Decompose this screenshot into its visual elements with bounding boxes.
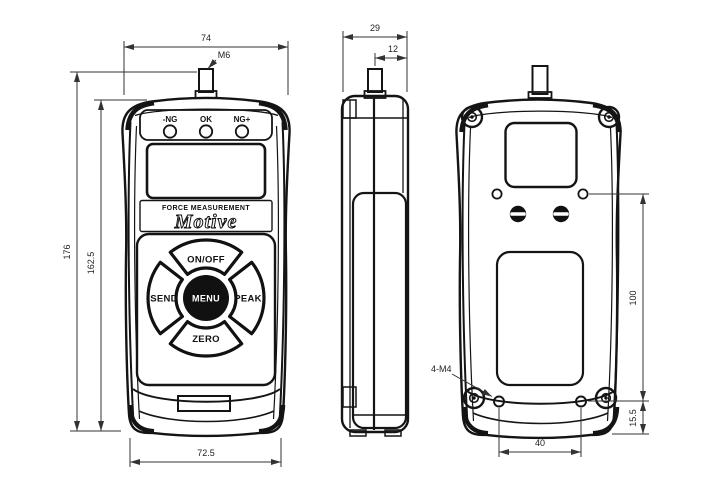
dim-label-100: 100 [628, 290, 638, 305]
side-shaft [367, 68, 383, 93]
dim-label-4m4: 4-M4 [431, 364, 452, 374]
slotted-screw-right [552, 205, 570, 223]
front-bumper-top-right [258, 100, 288, 131]
back-bottom-seam-2 [472, 412, 609, 425]
back-dimensions: 4-M4 100 15.5 40 [431, 193, 649, 457]
front-view: -NG OK NG+ FORCE MEASUREMENT Motive ON/O… [121, 68, 291, 438]
back-view [455, 65, 622, 440]
front-bottom-seam [132, 388, 281, 403]
key-send-label: SEND [150, 294, 178, 305]
dim-label-155: 15.5 [628, 409, 638, 427]
led-label-ng-plus: NG+ [234, 115, 251, 124]
key-peak-label: PEAK [234, 294, 262, 305]
side-dimensions: 29 12 [342, 23, 408, 92]
connector-port [177, 395, 231, 412]
back-shaft [531, 65, 549, 95]
led-indicator-right [234, 124, 250, 139]
back-body-outline [455, 98, 622, 440]
led-indicator-middle [198, 124, 214, 139]
dim-label-72: 72.5 [197, 448, 215, 458]
brand-plate [139, 199, 273, 233]
front-bumper-bottom-left [127, 404, 155, 434]
front-bumper-top-left [125, 100, 155, 131]
dpad: ON/OFF SEND MENU PEAK ZERO [146, 238, 266, 358]
leader-4m4 [451, 373, 493, 397]
corner-screw-bottom-left [462, 386, 486, 410]
front-left-rail [127, 121, 135, 424]
side-view [340, 68, 410, 437]
led-label-ng-minus: -NG [163, 115, 178, 124]
front-left-rail-inner [133, 125, 141, 420]
key-menu-label: MENU [192, 294, 220, 304]
led-label-ok: OK [200, 115, 212, 124]
corner-screw-bottom-right [594, 386, 618, 410]
battery-door [504, 121, 578, 189]
brand-text: FORCE MEASUREMENT [162, 205, 250, 212]
back-bumper-bottom-left [461, 406, 489, 436]
display-screen [145, 142, 267, 200]
back-hole-top-right [577, 188, 589, 200]
dim-ext-40 [498, 408, 582, 457]
side-body-outline [340, 94, 410, 434]
dim-ext-29 [342, 31, 408, 92]
key-zero-label: ZERO [192, 334, 220, 345]
m4-hole-right [575, 395, 587, 408]
back-top-seam [468, 110, 613, 119]
front-bumper-bottom-right [258, 404, 286, 434]
dim-label-29: 29 [370, 23, 380, 33]
back-left-rail [461, 123, 469, 426]
m4-hole-left [493, 395, 505, 408]
front-right-rail [278, 121, 286, 424]
led-indicator-left [162, 124, 178, 139]
key-onoff-label: ON/OFF [187, 255, 225, 266]
keypad-panel [135, 232, 277, 387]
back-hole-top-left [491, 188, 503, 200]
back-bottom-seam [466, 390, 615, 405]
dim-ext-74 [123, 41, 289, 95]
dim-label-40: 40 [535, 438, 545, 448]
led-panel [139, 109, 273, 141]
menu-button [183, 275, 229, 321]
front-dimensions: 74 M6 176 162.5 72.5 [62, 33, 289, 467]
back-bumper-top-right [592, 102, 622, 133]
side-top-notch [342, 99, 357, 119]
corner-screw-top-right [597, 105, 621, 129]
front-right-rail-inner [272, 125, 280, 420]
back-shaft-flange [527, 91, 553, 99]
side-back-shell [351, 191, 408, 430]
back-panel [495, 250, 585, 387]
dim-ext-176 [70, 71, 197, 432]
dim-label-m6: M6 [218, 50, 231, 60]
side-foot-right [384, 429, 402, 437]
leader-m6 [207, 59, 218, 69]
slotted-screw-left [509, 205, 527, 223]
back-left-rail-inner [467, 127, 475, 422]
corner-screw-top-left [460, 105, 484, 129]
dim-label-12: 12 [388, 44, 398, 54]
side-foot-left [349, 429, 367, 437]
logo-text: Motive [174, 211, 238, 233]
front-bottom-seam-2 [138, 410, 275, 423]
front-shaft [198, 68, 214, 93]
back-right-rail [612, 123, 620, 426]
back-bumper-bottom-right [592, 406, 620, 436]
dim-label-74: 74 [201, 33, 211, 43]
dim-label-176: 176 [62, 244, 72, 259]
back-right-rail-inner [606, 127, 614, 422]
back-bumper-top-left [459, 102, 489, 133]
dim-label-162: 162.5 [86, 252, 96, 275]
side-bottom-notch [342, 386, 357, 408]
